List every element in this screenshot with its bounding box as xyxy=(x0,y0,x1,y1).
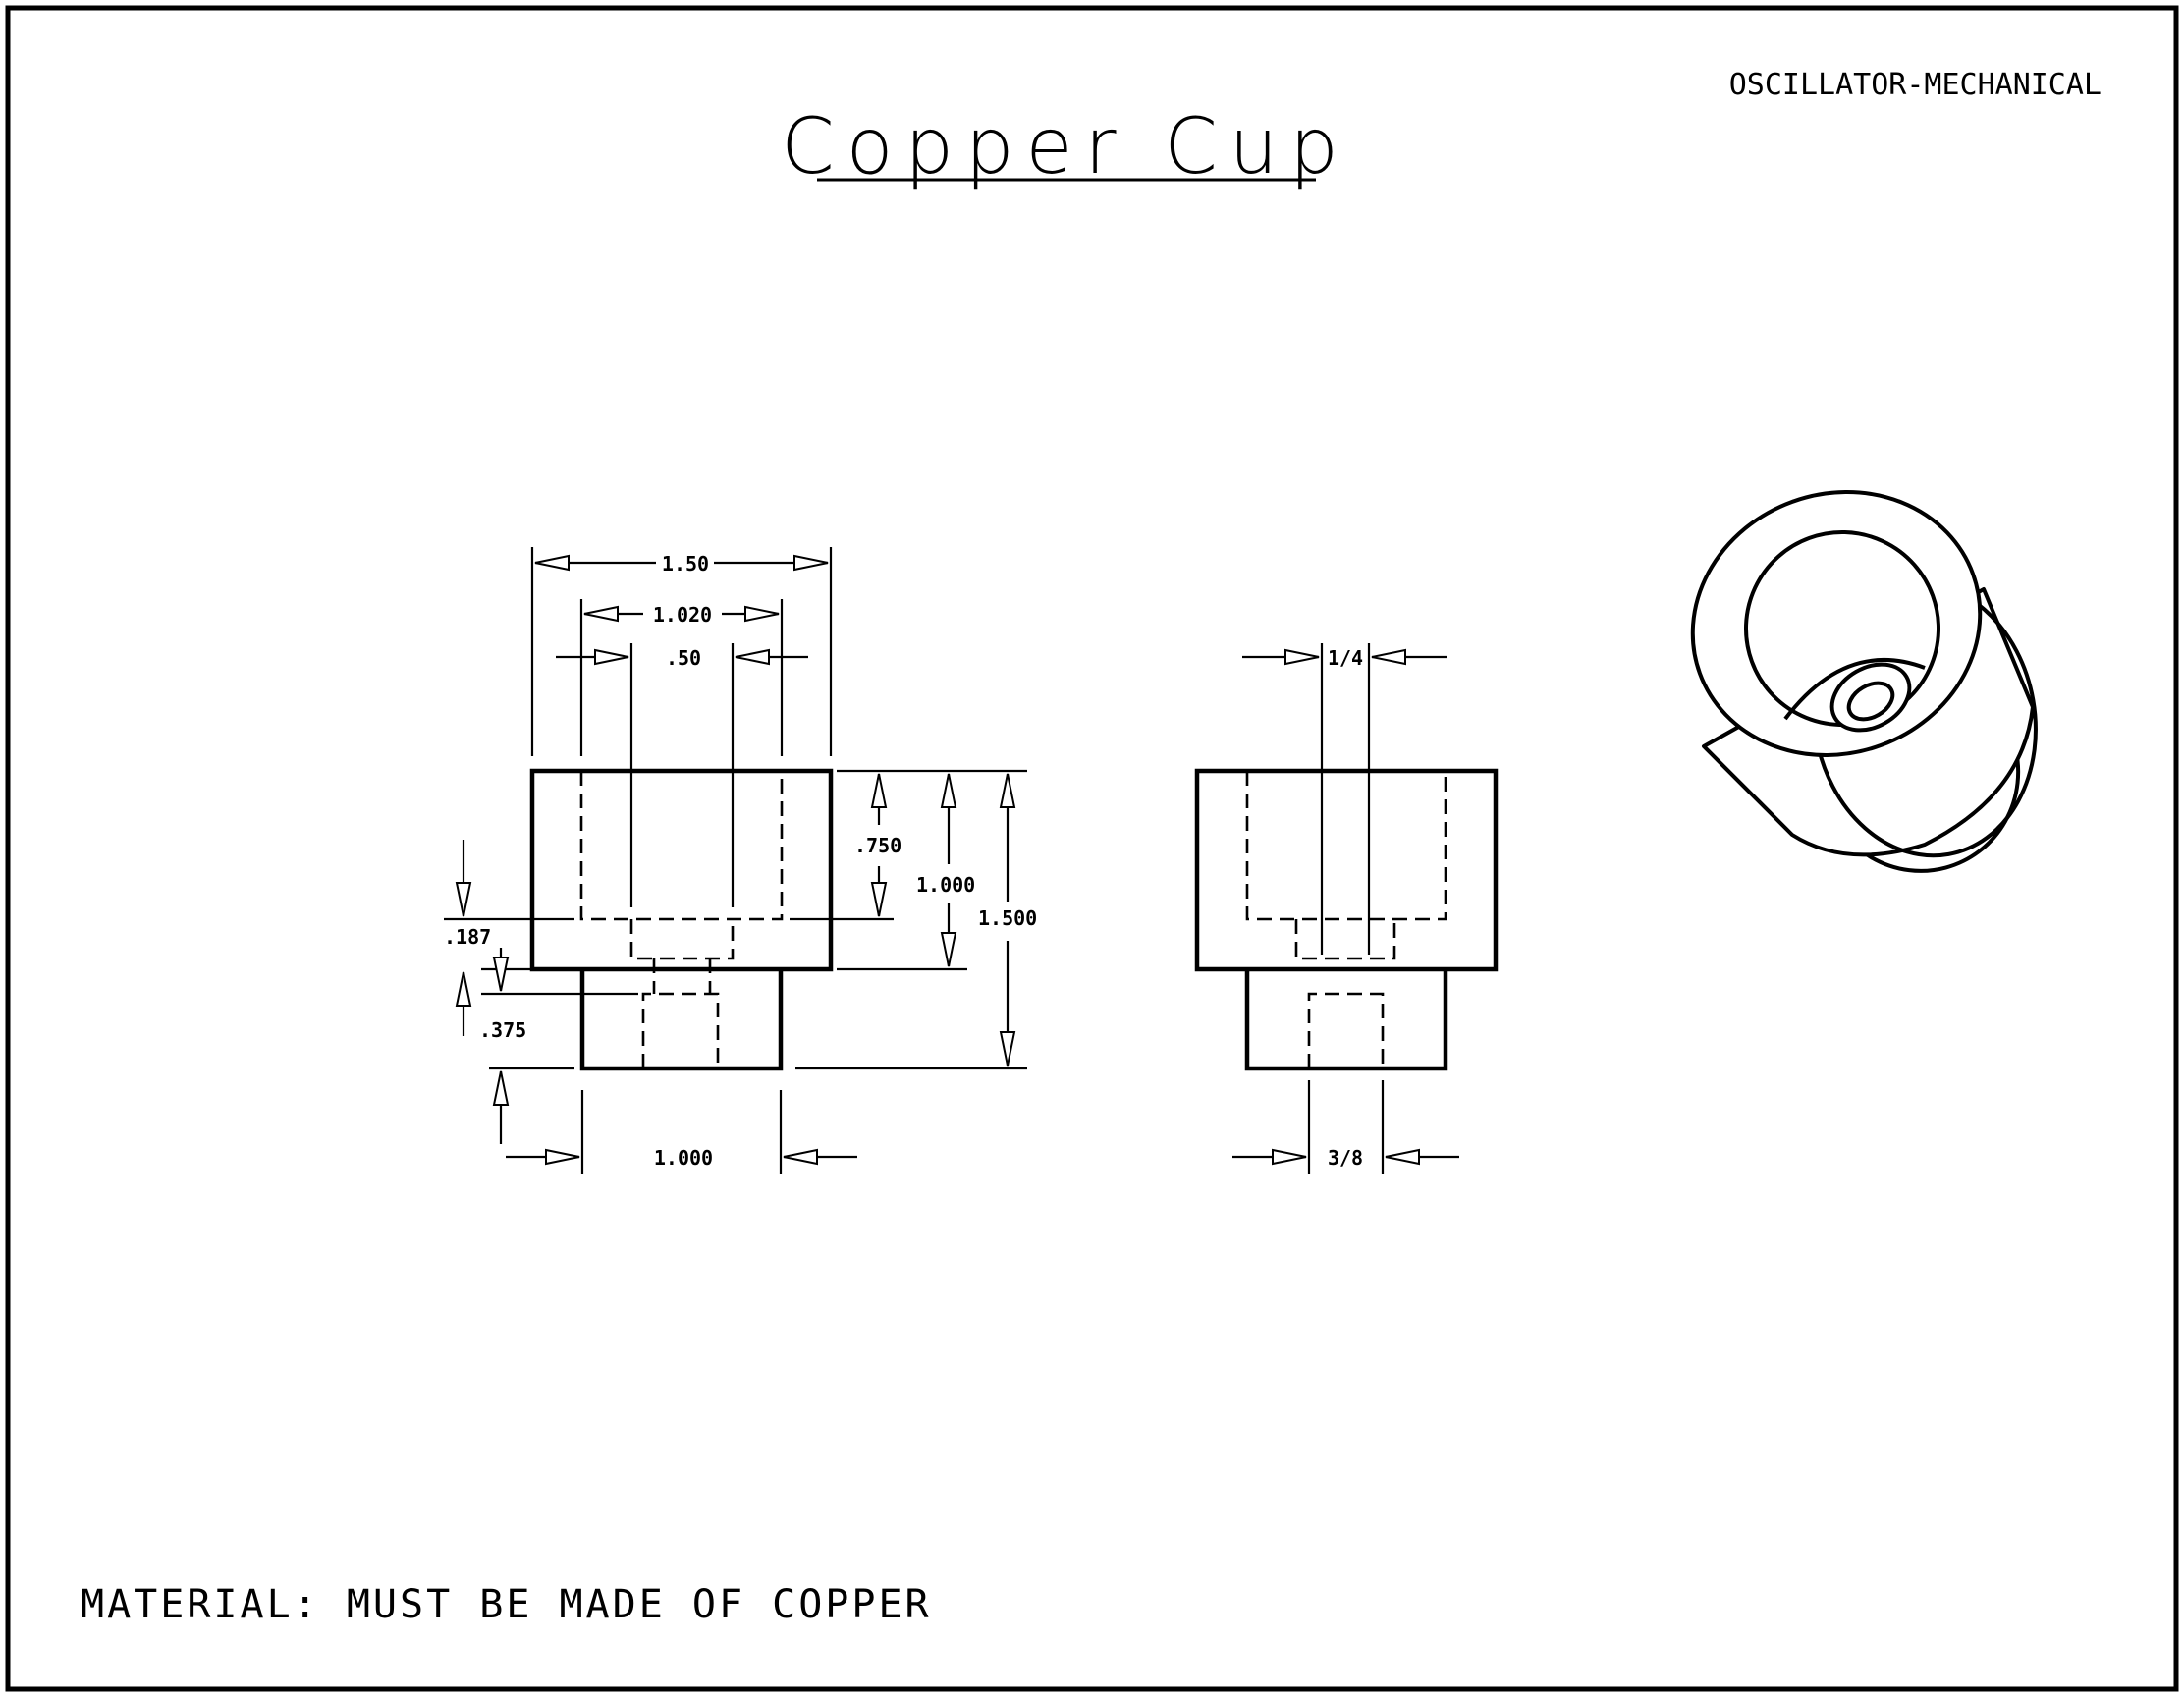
drawing-title: Copper Cup xyxy=(781,103,1349,192)
sheet-border xyxy=(5,5,2179,1692)
front-base-outline xyxy=(579,969,784,1071)
drawing-header: OSCILLATOR-MECHANICAL xyxy=(1729,68,2102,102)
dim-base: 3/8 xyxy=(1328,1146,1363,1170)
dim-inner-dia: .50 xyxy=(666,646,701,670)
side-base-outline xyxy=(1244,969,1448,1071)
dim-overall-width: 1.50 xyxy=(662,552,709,575)
dim-step: .375 xyxy=(479,1018,526,1042)
front-bore-hidden xyxy=(579,771,784,921)
front-view: 1.50 1.020 .50 .750 1.000 1.500 xyxy=(444,547,1037,1174)
side-recess-hidden xyxy=(1294,919,1396,960)
isometric-view xyxy=(1690,490,2038,873)
front-body-outline xyxy=(529,768,834,972)
dim-floor: .187 xyxy=(444,925,491,949)
side-view: 1/4 3/8 xyxy=(1194,643,1499,1174)
side-body-outline xyxy=(1194,768,1499,972)
dim-hole: 1/4 xyxy=(1328,646,1363,670)
dim-base-dia: 1.000 xyxy=(654,1146,713,1170)
material-note: MATERIAL: MUST BE MADE OF COPPER xyxy=(81,1582,932,1627)
iso-hole-inner xyxy=(1846,681,1895,722)
front-hole-hidden xyxy=(641,992,720,1068)
side-hole-hidden xyxy=(1307,992,1385,1068)
dim-overall-height: 1.500 xyxy=(978,906,1037,930)
dim-body-height: 1.000 xyxy=(916,873,975,897)
front-recess-hidden xyxy=(629,919,735,960)
dim-bore-depth: .750 xyxy=(854,834,901,857)
iso-bore-floor xyxy=(1783,658,1926,721)
dim-bore-dia: 1.020 xyxy=(653,603,712,627)
side-bore-hidden xyxy=(1245,771,1447,921)
